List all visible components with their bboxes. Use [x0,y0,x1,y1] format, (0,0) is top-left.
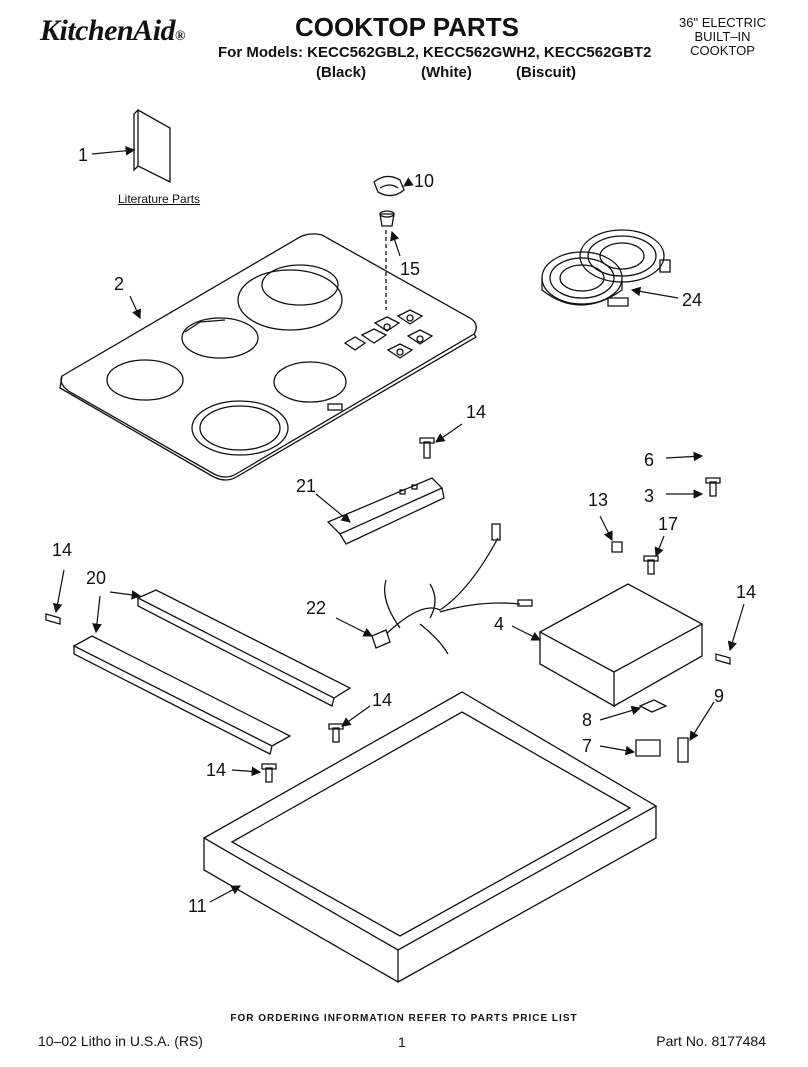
callout-14: 14 [206,760,226,780]
gasket [638,699,668,713]
callout-10: 10 [414,171,434,191]
cooktop-glass [59,233,477,481]
control-box [538,583,704,708]
ordering-note: FOR ORDERING INFORMATION REFER TO PARTS … [230,1013,578,1024]
color-white: (White) [421,64,472,81]
literature-booklet [133,108,171,184]
callout-22: 22 [306,598,326,618]
litho-info: 10–02 Litho in U.S.A. (RS) [38,1033,203,1049]
model-colors: (Black) (White) (Biscuit) [0,64,808,84]
literature-parts-label: Literature Parts [118,192,201,206]
callout-6: 6 [644,450,654,470]
callout-21: 21 [296,476,316,496]
screw [705,477,721,497]
screw [715,653,731,665]
spec-line: 36" ELECTRIC [679,15,766,30]
callout-14: 14 [372,690,392,710]
callout-20: 20 [86,568,106,588]
callout-9: 9 [714,686,724,706]
spec-line: BUILT–IN [694,29,751,44]
mounting-bracket [326,477,445,545]
callout-14: 14 [52,540,72,560]
color-black: (Black) [316,64,367,81]
screw [643,555,659,575]
appliance-spec: 36" ELECTRIC BUILT–IN COOKTOP [679,16,766,58]
callout-24: 24 [682,290,702,310]
callout-2: 2 [114,274,124,294]
callout-11: 11 [188,896,207,916]
screw [261,763,277,783]
callout-3: 3 [644,486,654,506]
callout-13: 13 [588,490,608,510]
callout-1: 1 [78,145,88,165]
side-rail [72,589,352,755]
base-tray [202,691,658,984]
color-biscuit: (Biscuit) [516,64,576,81]
radiant-element [541,229,671,307]
model-list: For Models: KECC562GBL2, KECC562GWH2, KE… [218,44,652,61]
fuse [677,737,689,763]
callout-4: 4 [494,614,504,634]
spec-line: COOKTOP [690,43,755,58]
page-title: COOKTOP PARTS [295,12,519,42]
callout-17: 17 [658,514,678,534]
callout-14: 14 [466,402,486,422]
callout-15: 15 [400,259,420,279]
callout-14: 14 [736,582,756,602]
knob-insert [379,210,395,227]
page-number: 1 [398,1034,406,1050]
screw [45,613,61,625]
control-knob [373,175,405,197]
brand-logo: KitchenAid® [40,14,185,47]
wire-harness [371,523,533,655]
switch [635,739,661,757]
screw [328,723,344,743]
callout-8: 8 [582,710,592,730]
plug [611,541,623,553]
part-number: Part No. 8177484 [656,1033,766,1049]
callout-7: 7 [582,736,592,756]
screw [419,437,435,459]
